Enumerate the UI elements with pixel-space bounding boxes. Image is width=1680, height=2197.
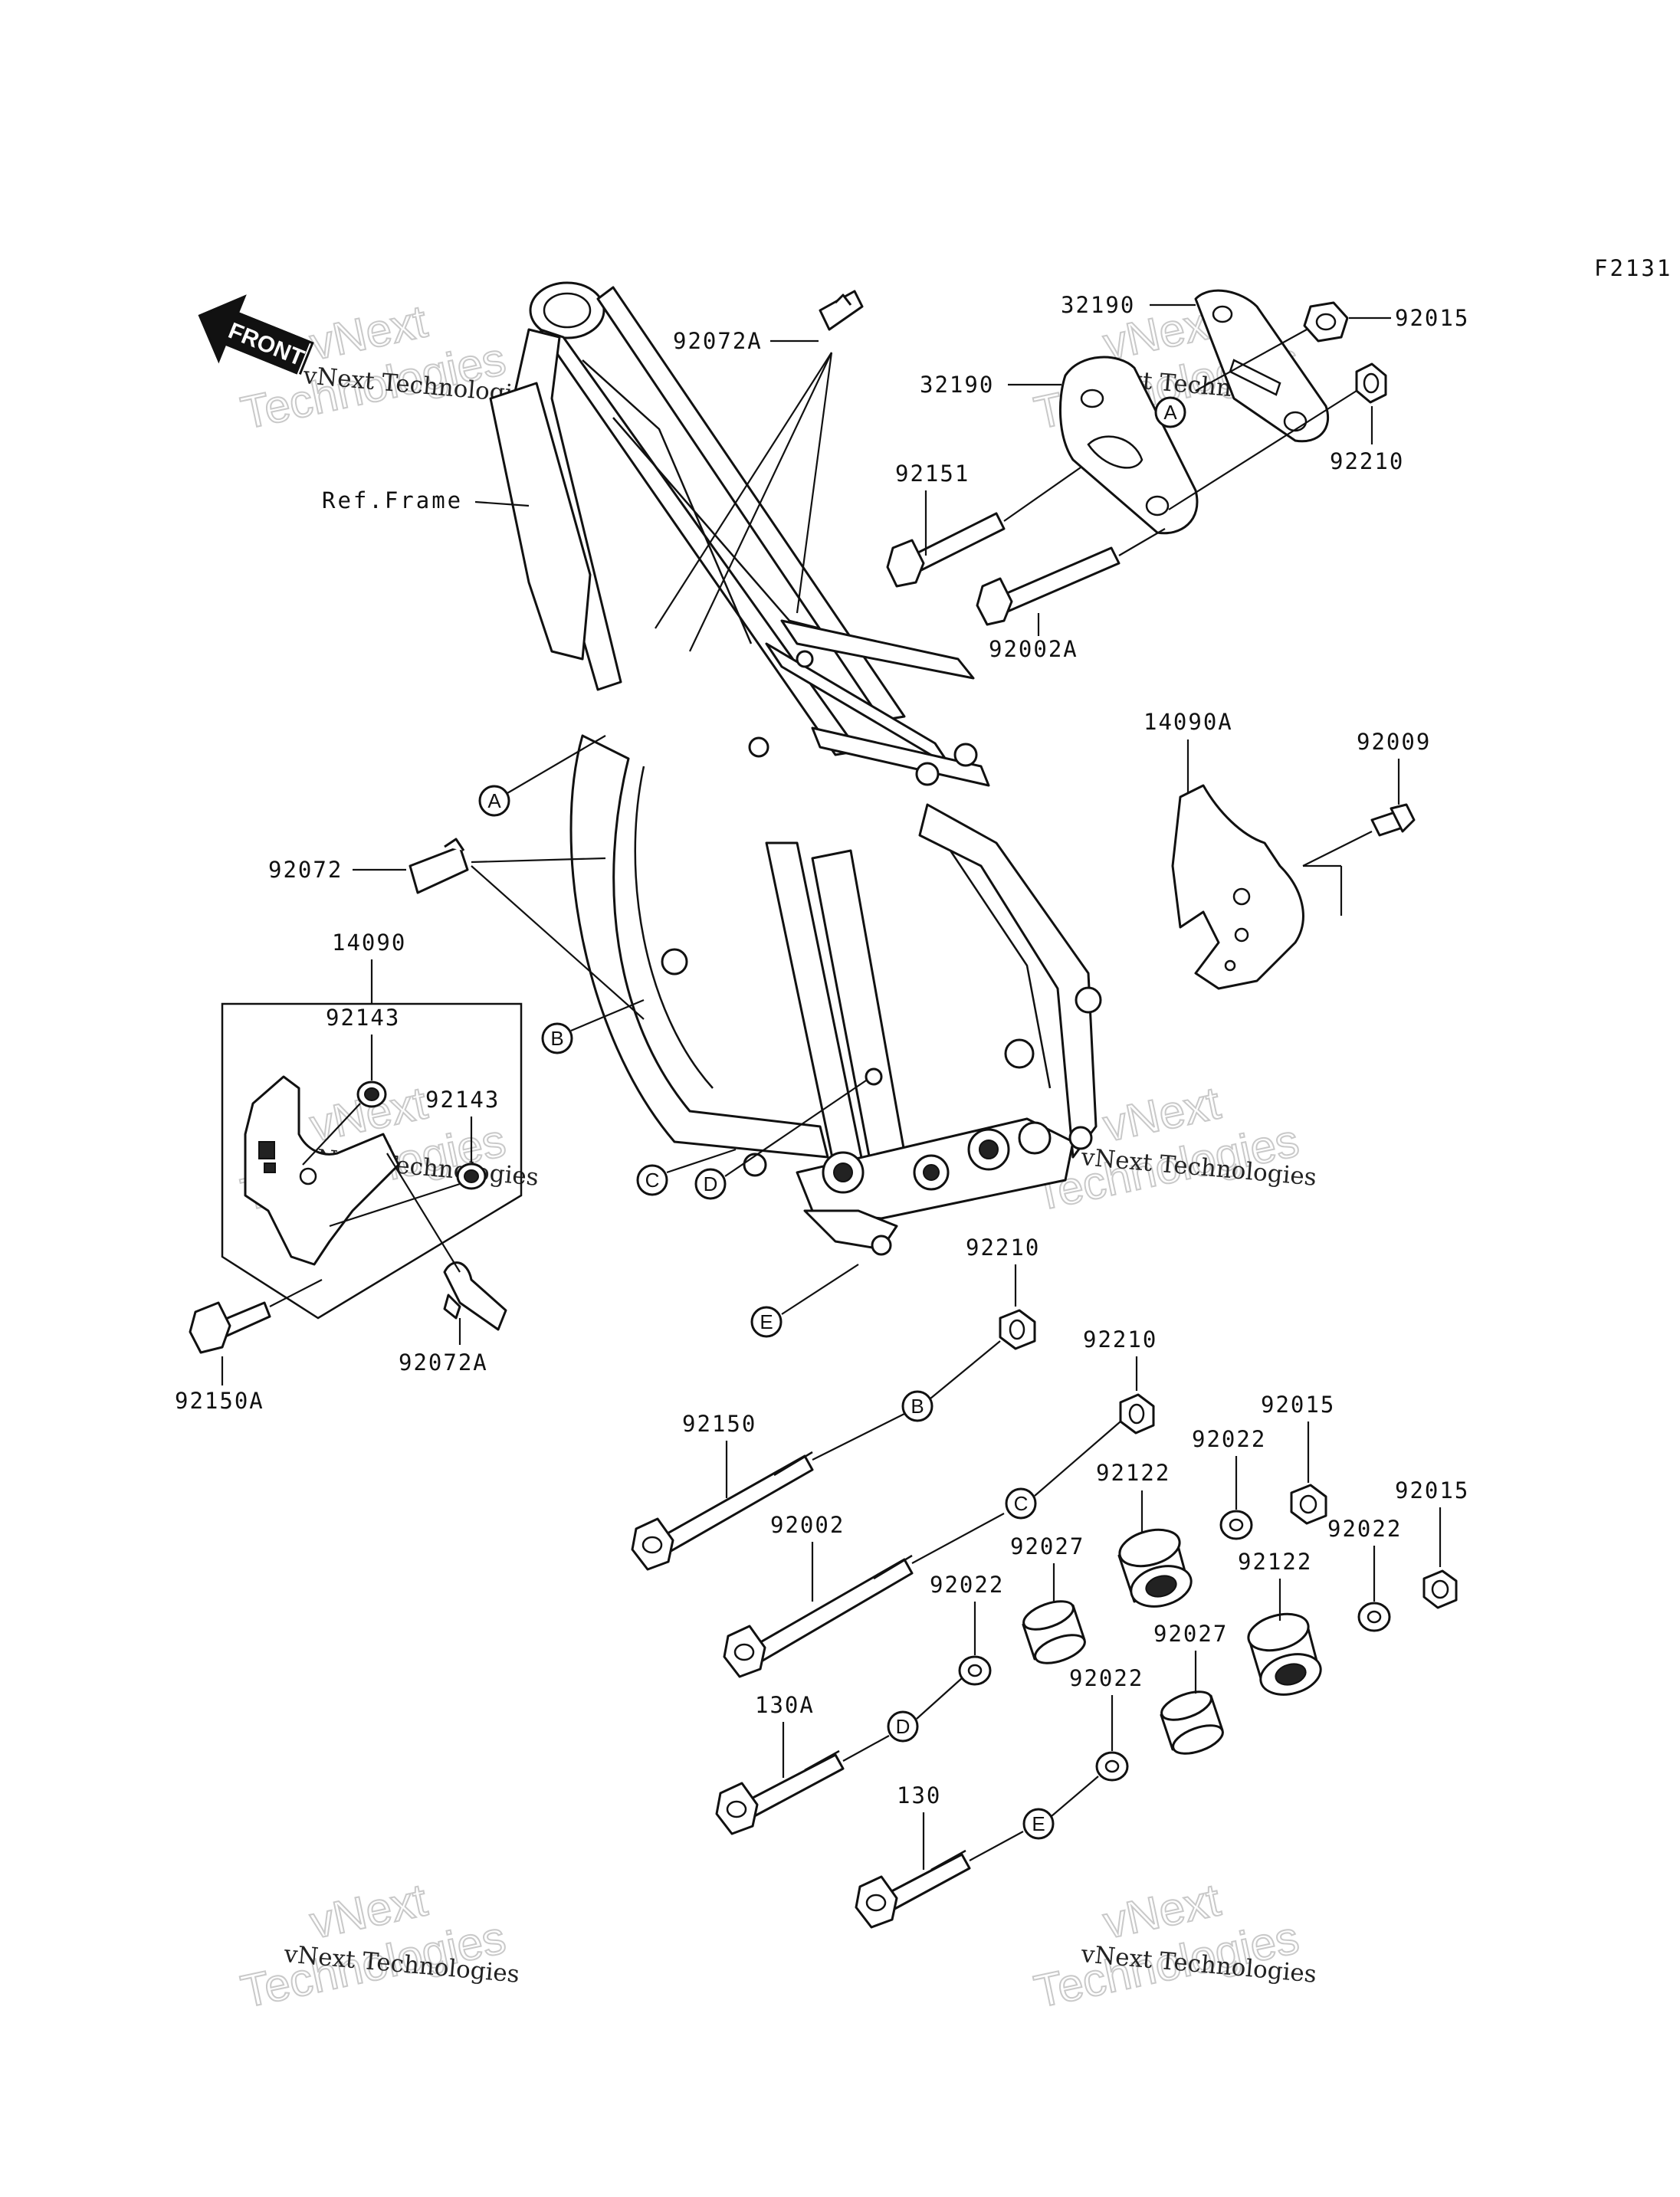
label-92210-mid2: 92210 <box>1083 1326 1157 1353</box>
callout-E-bolt <box>1022 1808 1055 1840</box>
label-92072A-bottom: 92072A <box>399 1349 488 1376</box>
watermark-bottom-right: vNext Technologies vNext Technologies <box>1029 1873 1317 2018</box>
washer-92022-c <box>958 1655 992 1686</box>
label-92002A: 92002A <box>989 636 1078 662</box>
label-92015-mid: 92015 <box>1261 1392 1335 1418</box>
grommet-92143-b <box>456 1162 487 1190</box>
svg-text:D: D <box>896 1715 911 1738</box>
label-130A: 130A <box>755 1692 815 1718</box>
label-92015-top: 92015 <box>1395 305 1469 331</box>
bolt-92151 <box>886 512 1006 588</box>
bolt-92150A <box>189 1301 271 1354</box>
collar-92122-b <box>1247 1612 1322 1696</box>
assembly-box-14090 <box>221 1002 523 1320</box>
label-92009: 92009 <box>1357 729 1431 755</box>
bolt-92150 <box>631 1451 814 1571</box>
label-92151: 92151 <box>895 461 970 487</box>
callout-D-frame <box>694 1168 727 1200</box>
label-130: 130 <box>897 1782 941 1808</box>
nut-92210-mid <box>999 1309 1036 1350</box>
bolt-130 <box>855 1849 971 1929</box>
nut-92015-right <box>1422 1569 1458 1609</box>
spacer-92027-a <box>1022 1600 1086 1664</box>
screw-92009 <box>1370 803 1416 837</box>
label-32190-lower: 32190 <box>920 372 994 398</box>
label-14090: 14090 <box>332 930 406 956</box>
callout-B-frame <box>541 1022 573 1054</box>
callout-C-bolt <box>1005 1487 1037 1520</box>
grommet-92143-a <box>356 1080 387 1108</box>
label-92022-b: 92022 <box>1327 1516 1402 1542</box>
label-92072: 92072 <box>268 857 343 883</box>
spacer-92027-b <box>1160 1690 1224 1755</box>
ref-frame-label: Ref.Frame <box>322 487 463 513</box>
svg-text:B: B <box>550 1027 563 1050</box>
nut-92210-mid2 <box>1119 1393 1155 1435</box>
label-92150: 92150 <box>682 1411 756 1437</box>
callout-C-frame <box>636 1164 668 1196</box>
label-92022-a: 92022 <box>1192 1426 1266 1452</box>
label-92210-top: 92210 <box>1330 448 1404 474</box>
clamp-92072A-bottom <box>443 1261 507 1331</box>
label-92150A: 92150A <box>175 1388 264 1414</box>
nut-92015-mid <box>1290 1484 1327 1525</box>
svg-text:E: E <box>760 1310 773 1333</box>
label-32190-upper: 32190 <box>1061 292 1135 318</box>
bolt-130A <box>715 1749 845 1835</box>
callout-A-frame <box>478 785 510 817</box>
label-92027-b: 92027 <box>1153 1621 1228 1647</box>
label-14090A: 14090A <box>1144 709 1233 735</box>
label-92122-b: 92122 <box>1238 1549 1312 1575</box>
svg-text:B: B <box>911 1395 924 1418</box>
label-92015-right: 92015 <box>1395 1477 1469 1503</box>
nut-92210-top <box>1355 362 1387 404</box>
label-92143-b: 92143 <box>425 1087 500 1113</box>
svg-text:C: C <box>645 1169 660 1192</box>
watermark-bottom-left: vNext Technologies vNext Technologies <box>236 1873 520 2018</box>
diagram-code: F2131 <box>1594 255 1672 281</box>
svg-text:C: C <box>1014 1492 1029 1515</box>
motorcycle-frame <box>489 281 1102 1256</box>
washer-92022-b <box>1357 1602 1391 1632</box>
svg-text:E: E <box>1032 1812 1045 1835</box>
callout-D-bolt <box>887 1710 919 1743</box>
label-92022-d: 92022 <box>1069 1665 1144 1691</box>
label-92122-a: 92122 <box>1096 1460 1170 1486</box>
label-92022-c: 92022 <box>930 1572 1004 1598</box>
svg-text:D: D <box>704 1172 718 1195</box>
callout-B-bolt <box>901 1390 934 1422</box>
svg-text:A: A <box>487 789 501 812</box>
svg-text:A: A <box>1163 401 1177 424</box>
bolt-92002 <box>723 1554 914 1678</box>
clamp-92072A-top <box>819 290 864 331</box>
collar-92122-a <box>1117 1528 1193 1608</box>
frame-guard-14090A <box>1171 784 1304 990</box>
label-92072A-top: 92072A <box>673 328 763 354</box>
engine-bracket-32190-upper <box>1194 289 1330 443</box>
washer-92022-d <box>1095 1751 1129 1782</box>
washer-92022-a <box>1219 1510 1253 1540</box>
clamp-92072 <box>409 838 469 894</box>
callout-A-bracket <box>1154 396 1186 428</box>
engine-bracket-32190-lower <box>1059 356 1199 535</box>
nut-92015-top <box>1303 301 1349 343</box>
label-92143-a: 92143 <box>326 1005 400 1031</box>
bolt-92002A <box>976 546 1121 626</box>
callout-E-frame <box>750 1306 783 1338</box>
label-92002: 92002 <box>770 1512 845 1538</box>
label-92210-mid: 92210 <box>966 1235 1040 1261</box>
frame-guard-14090 <box>244 1075 400 1266</box>
label-92027-a: 92027 <box>1010 1533 1084 1559</box>
